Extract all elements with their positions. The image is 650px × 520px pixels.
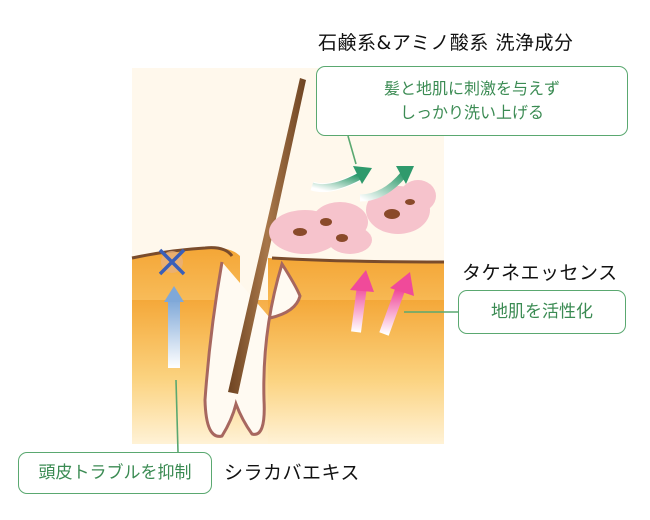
callout-line-2: しっかり洗い上げる [399,103,544,122]
hair-shaft [228,78,306,394]
suppression-arrow [164,286,184,368]
skin-surface-left [131,246,234,260]
lift-arrows [310,166,414,202]
skin-surface-right [271,256,445,264]
hair-callout-pointer [347,135,357,165]
activation-arrows [350,270,414,336]
scalp-callout-pointer [175,379,179,453]
gentle-cleansing-callout: 髪と地肌に刺激を与えず しっかり洗い上げる [316,66,628,136]
scalp-trouble-callout: 頭皮トラブルを抑制 [18,452,212,494]
hair-follicle [203,260,302,438]
essence-label: タケネエッセンス [462,262,618,284]
activate-scalp-callout: 地肌を活性化 [458,290,626,334]
callout-line-1: 髪と地肌に刺激を与えず [383,79,560,98]
cleansing-ingredient-label: 石鹸系&アミノ酸系 洗浄成分 [318,32,574,54]
birch-extract-label: シラカバエキス [224,462,360,484]
dirt-clusters [269,180,436,254]
blocked-x-icon [158,248,186,276]
